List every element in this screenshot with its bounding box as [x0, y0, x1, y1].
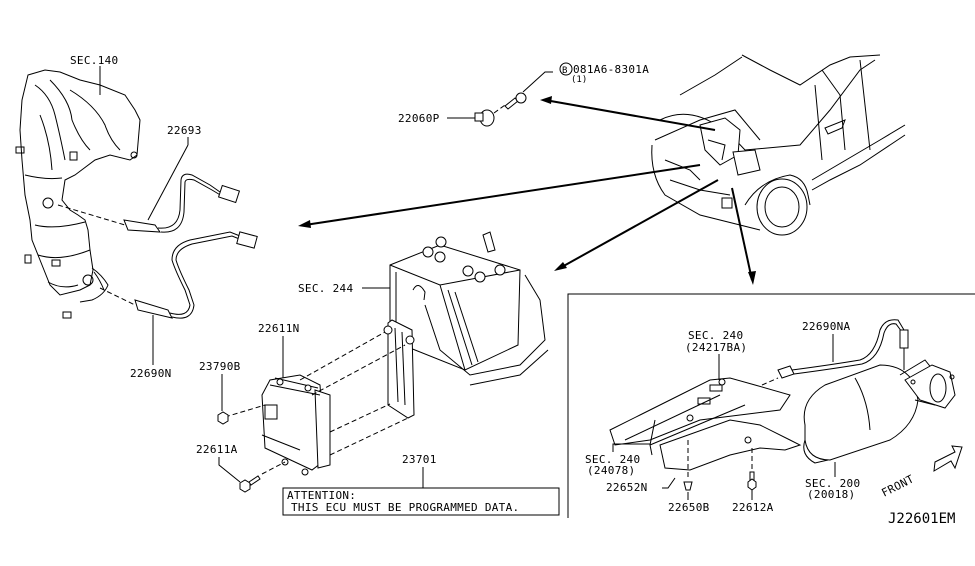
label-sec244: SEC. 244: [298, 282, 353, 295]
label-23790B: 23790B: [199, 360, 241, 373]
label-22652N: 22652N: [606, 481, 648, 494]
label-22612A: 22612A: [732, 501, 774, 514]
leader-sec240-b: [612, 443, 650, 452]
oxygen-sensor-22690NA[interactable]: [761, 319, 909, 386]
leader-22611A: [218, 457, 241, 483]
label-sec200-sub: (20018): [807, 488, 855, 501]
bolt-circle-letter: B: [562, 66, 567, 76]
label-bolt-081A6-8301A: 081A6-8301A: [573, 63, 649, 76]
leader-22693-b: [147, 144, 189, 221]
heat-shield-assembly[interactable]: [609, 377, 802, 471]
front-label: FRONT: [879, 472, 916, 499]
label-22690N: 22690N: [130, 367, 172, 380]
callout-arrows: [298, 96, 756, 285]
label-sec140: SEC.140: [70, 54, 118, 67]
label-22060P: 22060P: [398, 112, 440, 125]
leader-22652N: [662, 477, 676, 489]
inset-frame: [567, 293, 975, 518]
battery[interactable]: [389, 231, 549, 386]
knock-sensor-22060P[interactable]: [474, 92, 527, 127]
label-23701: 23701: [402, 453, 437, 466]
label-bolt-qty: (1): [571, 75, 587, 85]
label-sec240-b-sub: (24078): [587, 464, 635, 477]
label-sec240-b: SEC. 240: [585, 453, 640, 466]
label-22693: 22693: [167, 124, 202, 137]
label-sec200: SEC. 200: [805, 477, 860, 490]
label-22611N: 22611N: [258, 322, 300, 335]
label-22650B: 22650B: [668, 501, 710, 514]
oxygen-sensor-22690N[interactable]: [99, 231, 258, 319]
screw-22611A[interactable]: [239, 475, 261, 493]
label-22690NA: 22690NA: [802, 320, 851, 333]
attention-title: ATTENTION:: [287, 489, 356, 502]
label-sec240-a-sub: (24217BA): [685, 341, 747, 354]
label-sec240-a: SEC. 240: [688, 329, 743, 342]
bolt-circle-icon: [559, 62, 573, 76]
catalytic-converter[interactable]: [803, 359, 956, 464]
ecu-bracket[interactable]: [383, 319, 415, 419]
leader-bolt: [522, 71, 553, 93]
exhaust-manifold[interactable]: [15, 69, 141, 319]
vehicle-illustration[interactable]: [651, 54, 906, 236]
attention-box: [282, 487, 560, 516]
oxygen-sensor-22693[interactable]: [57, 173, 241, 233]
attention-text: THIS ECU MUST BE PROGRAMMED DATA.: [291, 501, 519, 514]
front-arrow-icon: [933, 445, 963, 472]
label-22611A: 22611A: [196, 443, 238, 456]
diagram-id: J22601EM: [888, 511, 955, 527]
bolt-22612A[interactable]: [747, 448, 757, 491]
ecu-module[interactable]: [224, 331, 409, 476]
nut-23790B[interactable]: [217, 411, 229, 425]
clip-22650B[interactable]: [683, 440, 693, 491]
